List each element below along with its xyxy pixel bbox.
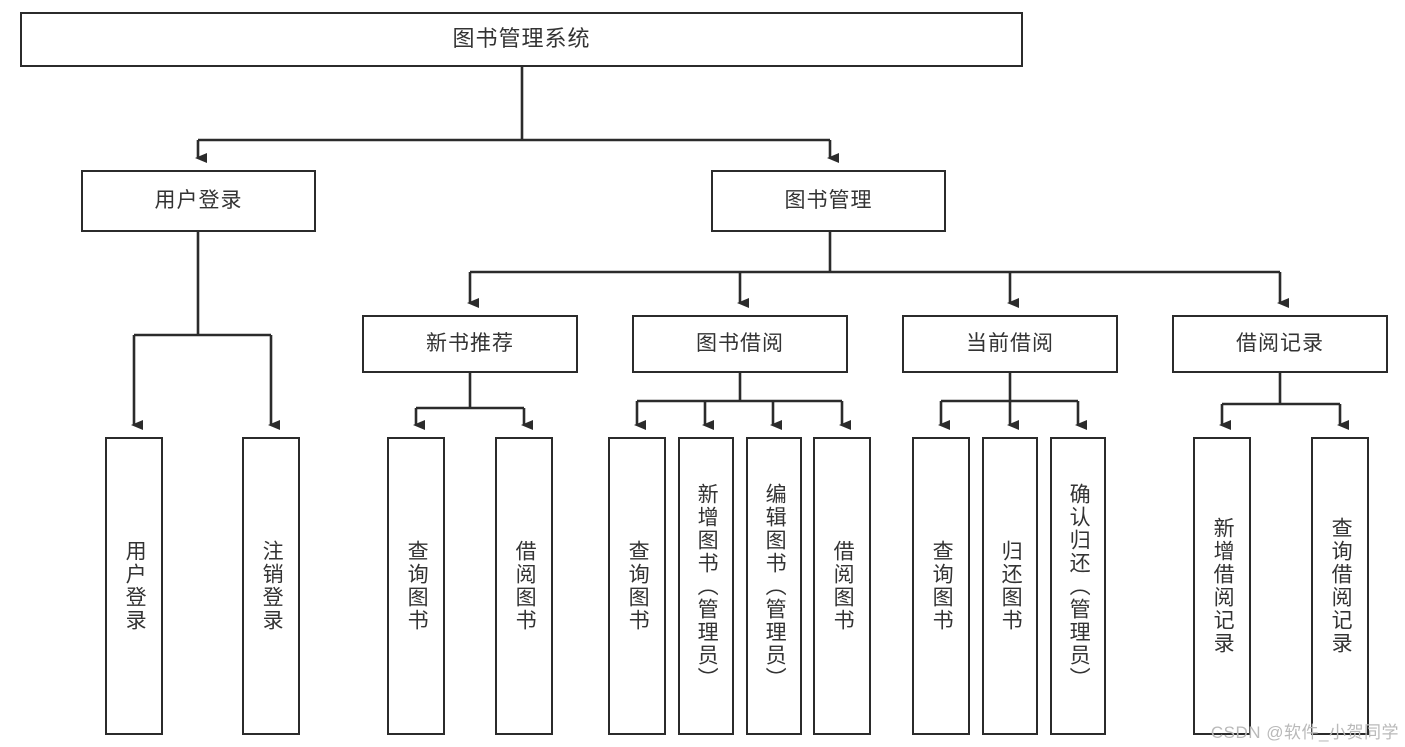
leaf-newbook-borrow-books[interactable]: 借阅图书 — [495, 437, 553, 735]
leaf-record-query-record[interactable]: 查询借阅记录 — [1311, 437, 1369, 735]
leaf-borrow-add-book-admin[interactable]: 新增图书（管理员） — [678, 437, 734, 735]
leaf-borrow-query-books[interactable]: 查询图书 — [608, 437, 666, 735]
node-new-book-recommend[interactable]: 新书推荐 — [362, 315, 578, 373]
node-current-borrow[interactable]: 当前借阅 — [902, 315, 1118, 373]
leaf-current-query-books[interactable]: 查询图书 — [912, 437, 970, 735]
leaf-user-logout[interactable]: 注销登录 — [242, 437, 300, 735]
node-book-borrow[interactable]: 图书借阅 — [632, 315, 848, 373]
node-root-system[interactable]: 图书管理系统 — [20, 12, 1023, 67]
leaf-current-return-books[interactable]: 归还图书 — [982, 437, 1038, 735]
leaf-newbook-query-books[interactable]: 查询图书 — [387, 437, 445, 735]
leaf-record-add-record[interactable]: 新增借阅记录 — [1193, 437, 1251, 735]
leaf-borrow-edit-book-admin[interactable]: 编辑图书（管理员） — [746, 437, 802, 735]
node-user-login[interactable]: 用户登录 — [81, 170, 316, 232]
leaf-user-login[interactable]: 用户登录 — [105, 437, 163, 735]
node-book-management[interactable]: 图书管理 — [711, 170, 946, 232]
leaf-current-confirm-return-admin[interactable]: 确认归还（管理员） — [1050, 437, 1106, 735]
node-borrow-record[interactable]: 借阅记录 — [1172, 315, 1388, 373]
leaf-borrow-borrow-books[interactable]: 借阅图书 — [813, 437, 871, 735]
watermark: CSDN @软件_小贺同学 — [1210, 723, 1399, 742]
